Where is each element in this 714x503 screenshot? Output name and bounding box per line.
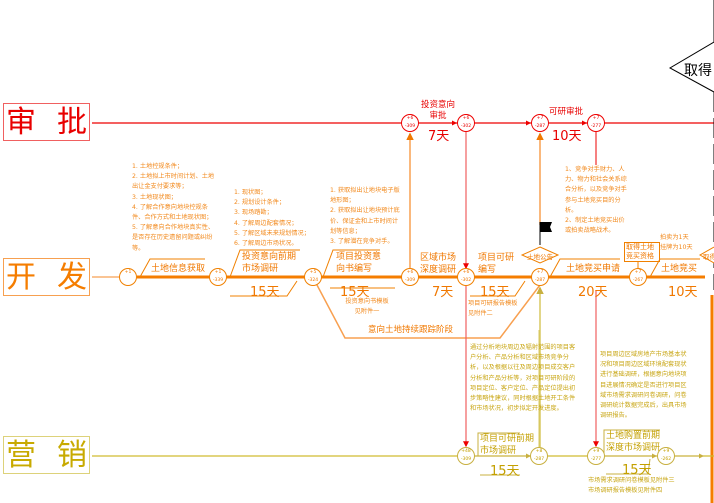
- announcement-label: 土地公告: [527, 253, 553, 261]
- node-bottom: -287: [534, 278, 546, 283]
- node-bottom: -309: [460, 457, 472, 462]
- template-note: 项目可研报告模板见附件二: [468, 300, 518, 318]
- node-top: +7: [536, 270, 544, 275]
- lane-char: 销: [57, 438, 87, 473]
- lane-char: 营: [6, 438, 36, 473]
- node-bottom: -262: [660, 457, 672, 462]
- node-top: +6: [406, 270, 414, 275]
- marketing-node: +8 -287: [530, 447, 548, 465]
- node-bottom: -309: [404, 124, 416, 129]
- lane-char: 批: [57, 105, 87, 140]
- develop-note: 1. 现状图； 2. 规划设计条件； 3. 现场踏勘； 4. 了解周边配套情况；…: [234, 189, 310, 248]
- step-label: 项目可研前期市场调研: [480, 434, 535, 456]
- lane-develop: 开发: [3, 258, 90, 296]
- lane-char: 开: [6, 260, 36, 295]
- node-bottom: -277: [590, 457, 602, 462]
- flag-icon: [540, 222, 552, 232]
- lane-char: 审: [6, 105, 36, 140]
- step-label: 投资意向审批: [420, 100, 455, 121]
- node-top: +5: [309, 270, 317, 275]
- marketing-node: +9 -262: [657, 447, 675, 465]
- marketing-note: 项目周边区域房地产市场基本状况和项目周边区域环境配套现状进行基础调研，根据意向地…: [600, 351, 687, 420]
- develop-node: +6 -309: [401, 268, 419, 286]
- node-top: +1: [214, 270, 222, 275]
- step-days: 20天: [578, 285, 608, 300]
- node-top: +8: [535, 449, 543, 454]
- step-days: 15天: [490, 464, 520, 479]
- develop-node: +7 -267: [629, 268, 647, 286]
- next-milestone-label: 取得: [703, 253, 714, 261]
- develop-note: 1. 土地控规条件； 2. 土地拟上市时间计划、土地出让金支付要求等； 3. 土…: [132, 163, 215, 252]
- node-top: +1: [124, 270, 132, 275]
- node-top: +6: [462, 116, 470, 121]
- marketing-node: +48 -309: [457, 447, 475, 465]
- node-top: +7: [536, 116, 544, 121]
- node-bottom: -302: [460, 278, 472, 283]
- develop-note: 1. 获取拟出让地块电子版地形图； 2. 获取拟出让地块预计底价、保证金和上市时…: [330, 187, 400, 246]
- node-bottom: -287: [534, 124, 546, 129]
- step-days: 10天: [552, 129, 582, 144]
- step-days: 10天: [668, 285, 698, 300]
- node-bottom: -277: [590, 124, 602, 129]
- qualification-box: 取得土地竞买资格: [624, 242, 660, 262]
- lane-approval: 审批: [3, 103, 90, 141]
- step-label: 投资意向前期市场调研: [242, 252, 297, 274]
- node-bottom: -339: [212, 278, 224, 283]
- node-top: +6: [462, 270, 470, 275]
- approval-node: +7 -287: [531, 114, 549, 132]
- node-bottom: -324: [307, 278, 319, 283]
- develop-node: +5 -324: [304, 268, 322, 286]
- develop-node: +1: [119, 268, 137, 286]
- node-bottom: -309: [404, 278, 416, 283]
- step-days: 7天: [428, 129, 450, 144]
- step-label: 项目可研编写: [478, 253, 515, 275]
- step-days: 15天: [480, 285, 510, 300]
- lane-char: 发: [57, 260, 87, 295]
- node-top: +7: [634, 270, 642, 275]
- approval-node: +6 -302: [457, 114, 475, 132]
- approval-node: +6 -309: [401, 114, 419, 132]
- node-top: +9: [662, 449, 670, 454]
- node-top: +48: [461, 449, 471, 454]
- node-top: +7: [592, 116, 600, 121]
- develop-node: +6 -302: [457, 268, 475, 286]
- step-label: 土地购置前期深度市场调研: [606, 431, 661, 453]
- step-label: 土地信息获取: [151, 264, 206, 274]
- node-bottom: -287: [533, 457, 545, 462]
- step-label: 土地竞买申请: [566, 264, 621, 274]
- marketing-templates: 市场需求调研问卷模板见附件三 市场调研报告模板见附件四: [588, 477, 675, 494]
- step-label: 土地竞买: [661, 264, 698, 274]
- develop-node: +1 -339: [209, 268, 227, 286]
- node-bottom: -302: [460, 124, 472, 129]
- step-days: 7天: [432, 285, 454, 300]
- approval-node: +7 -277: [587, 114, 605, 132]
- milestone-label: 取得: [684, 63, 712, 79]
- marketing-note: 通过分析地块周边及辐射范围的项目客户分析、产品分析和区域市场竞争分析，以及根据以…: [470, 344, 576, 413]
- node-top: +6: [406, 116, 414, 121]
- node-bottom: -267: [632, 278, 644, 283]
- approval-note: 1、竞争对手财力、人力、物力和社会关系综合分析，以及竞争对手参与土地竞买目的分析…: [565, 166, 627, 235]
- step-days: 15天: [340, 285, 370, 300]
- lane-marketing: 营销: [3, 436, 90, 474]
- develop-node: +7 -287: [531, 268, 549, 286]
- step-label: 区域市场深度调研: [420, 253, 457, 275]
- step-days: 15天: [622, 463, 652, 478]
- auction-note: 拍卖为1天 挂牌为10天: [660, 234, 693, 252]
- tracking-label: 意向土地持续跟踪阶段: [368, 325, 454, 335]
- step-label: 项目投资意向书编写: [336, 252, 382, 274]
- marketing-node: +9 -277: [587, 447, 605, 465]
- template-note: 投资意向书模板见附件一: [345, 298, 389, 316]
- step-label: 可研审批: [549, 107, 584, 117]
- node-top: +9: [592, 449, 600, 454]
- step-days: 15天: [250, 285, 280, 300]
